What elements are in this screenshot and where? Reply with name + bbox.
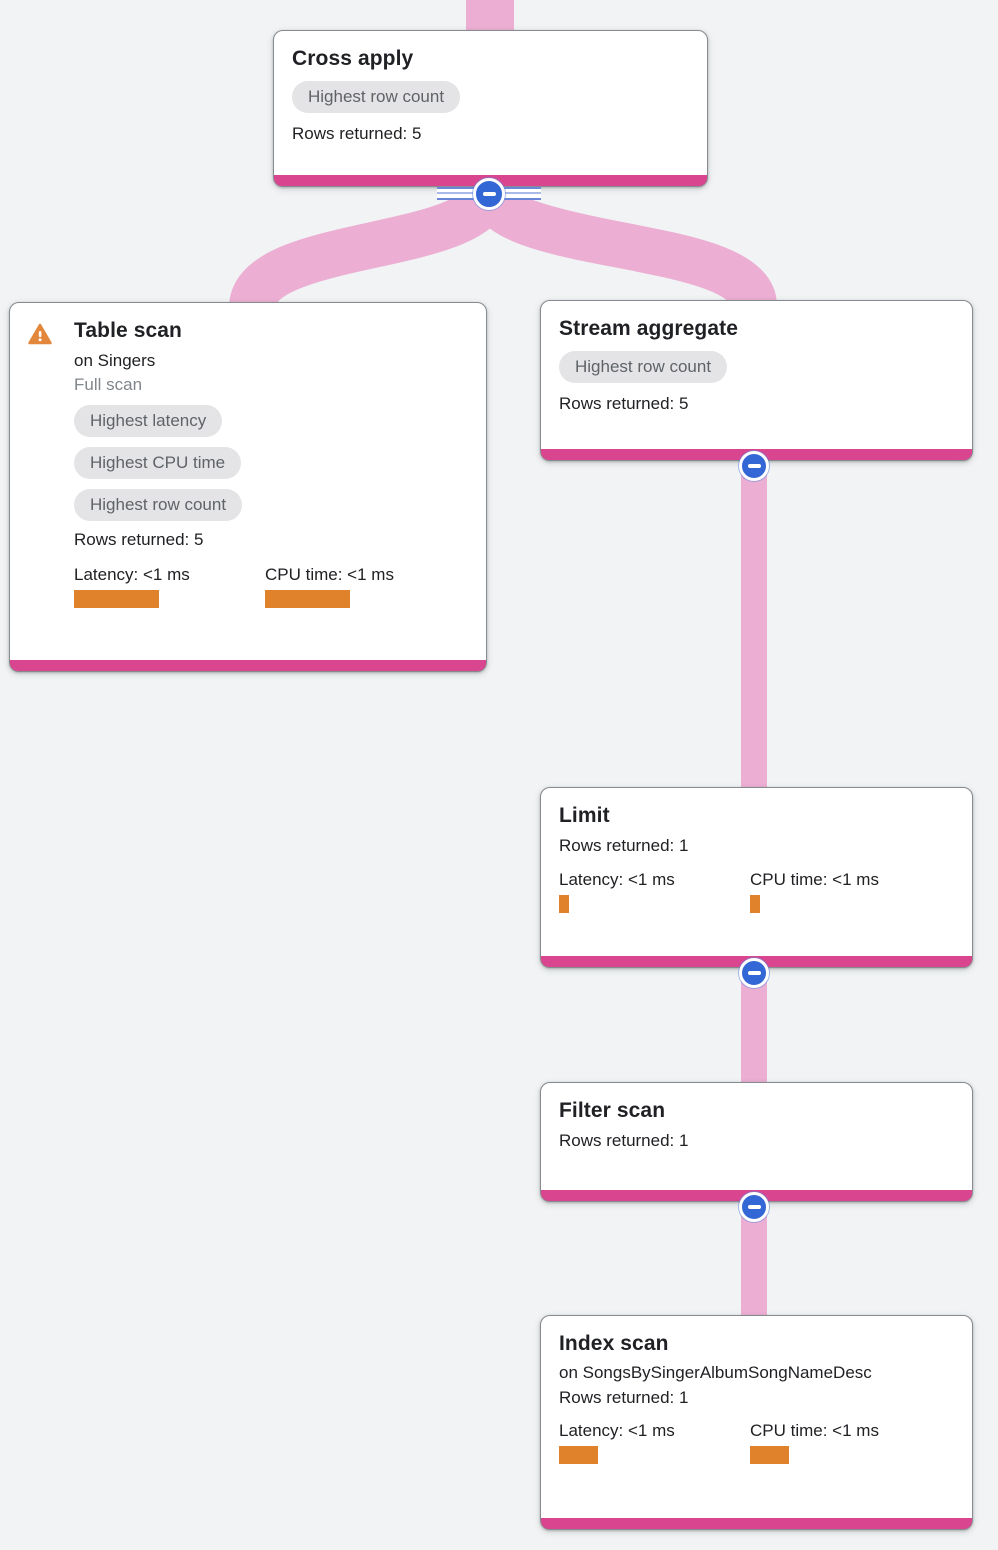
rows-returned: Rows returned: 1	[559, 1131, 689, 1150]
cpu-time-bar	[750, 895, 760, 913]
latency-label: Latency: <1 ms	[74, 565, 190, 584]
latency-label: Latency: <1 ms	[559, 870, 675, 889]
cpu-time-bar	[265, 590, 350, 608]
rows-returned: Rows returned: 5	[292, 124, 422, 143]
cpu-time-label: CPU time: <1 ms	[265, 565, 394, 584]
latency-bar	[74, 590, 159, 608]
node-table-scan[interactable]: Table scan on Singers Full scan Highest …	[9, 302, 487, 672]
latency-label: Latency: <1 ms	[559, 1421, 675, 1440]
badge-highest-row-count: Highest row count	[292, 81, 461, 113]
cpu-time-label: CPU time: <1 ms	[750, 870, 879, 889]
node-stream-aggregate[interactable]: Stream aggregate Highest row count Rows …	[540, 300, 973, 461]
latency-bar	[559, 1446, 598, 1464]
latency-bar	[559, 895, 569, 913]
rows-returned: Rows returned: 1	[559, 1388, 689, 1407]
node-accent-bar	[541, 1518, 972, 1529]
edge-cross-apply-to-table-scan	[229, 182, 512, 312]
collapse-button-filter-scan[interactable]	[739, 1192, 769, 1222]
scan-target: on SongsBySingerAlbumSongNameDesc	[559, 1363, 872, 1382]
cpu-time-bar	[750, 1446, 789, 1464]
badge-highest-row-count: Highest row count	[559, 351, 728, 383]
edge-cross-apply-to-stream-aggregate	[466, 181, 777, 311]
rows-returned: Rows returned: 5	[559, 394, 689, 413]
rows-returned: Rows returned: 5	[74, 530, 204, 549]
cpu-time-label: CPU time: <1 ms	[750, 1421, 879, 1440]
scan-target: on Singers	[74, 351, 156, 370]
node-cross-apply[interactable]: Cross apply Highest row count Rows retur…	[273, 30, 708, 187]
collapse-button-limit[interactable]	[739, 958, 769, 988]
node-filter-scan[interactable]: Filter scan Rows returned: 1	[540, 1082, 973, 1202]
badge-highest-row-count: Highest row count	[74, 489, 243, 521]
badge-highest-latency: Highest latency	[74, 405, 223, 437]
collapse-button-cross-apply[interactable]	[473, 178, 505, 210]
warning-icon	[28, 323, 52, 345]
rows-returned: Rows returned: 1	[559, 836, 689, 855]
collapse-button-stream-aggregate[interactable]	[739, 451, 769, 481]
node-index-scan[interactable]: Index scan on SongsBySingerAlbumSongName…	[540, 1315, 973, 1530]
node-title: Table scan	[74, 319, 182, 342]
node-accent-bar	[10, 660, 486, 671]
minus-icon	[747, 464, 761, 468]
node-title: Cross apply	[292, 47, 414, 70]
node-title: Limit	[559, 804, 610, 827]
node-limit[interactable]: Limit Rows returned: 1 Latency: <1 ms CP…	[540, 787, 973, 968]
node-title: Stream aggregate	[559, 317, 739, 340]
badge-highest-cpu-time: Highest CPU time	[74, 447, 242, 479]
minus-icon	[747, 1205, 761, 1209]
node-title: Index scan	[559, 1332, 669, 1355]
minus-icon	[482, 192, 496, 196]
scan-type: Full scan	[74, 375, 143, 394]
minus-icon	[747, 971, 761, 975]
node-title: Filter scan	[559, 1099, 666, 1122]
